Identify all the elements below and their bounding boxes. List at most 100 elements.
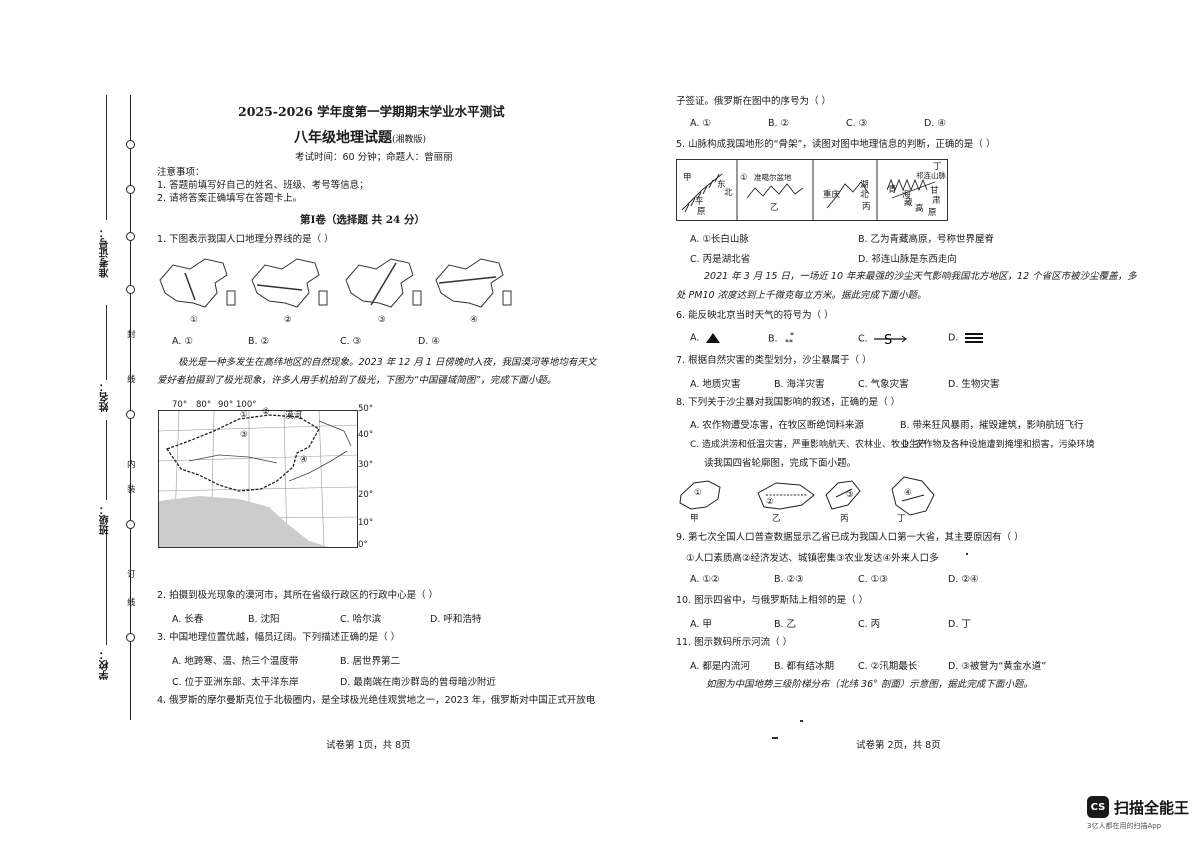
passage-aurora: 极光是一种多发生在高纬地区的自然现象。2023 年 12 月 1 日傍晚时入夜，… — [178, 357, 597, 368]
brand-tagline: 3亿人都在用的扫描App — [1087, 822, 1162, 830]
question-7: 7. 根据自然灾害的类型划分，沙尘暴属于（ ） — [676, 355, 872, 366]
binding-dot — [126, 140, 135, 149]
q2-option-b: B. 沈阳 — [248, 614, 280, 625]
q7-option-a: A. 地质灾害 — [690, 379, 741, 390]
q10-option-b: B. 乙 — [774, 619, 797, 630]
map-label-mohe: 漠河 — [285, 411, 303, 421]
notes-heading: 注意事项： — [157, 167, 205, 178]
map-lat: 50° — [358, 404, 374, 414]
scanner-watermark: CS 扫描全能王 3亿人都在用的扫描App — [1087, 796, 1189, 831]
binding-mark: 内 — [127, 460, 136, 470]
passage-sandstorm: 2021 年 3 月 15 日，一场近 10 年来最强的沙尘天气影响我国北方地区… — [704, 271, 1137, 282]
map-label: ② — [262, 407, 270, 417]
map-lon: 90° — [218, 400, 234, 410]
q6-option-b: B. *** — [768, 331, 802, 347]
diagram-label: 丁 — [933, 162, 942, 172]
cs-logo-icon: CS — [1087, 796, 1109, 818]
map-label: ④ — [300, 455, 308, 465]
province-name: 乙 — [772, 514, 781, 524]
question-6: 6. 能反映北京当时天气的符号为（ ） — [676, 310, 834, 321]
school-label: 学校： — [100, 650, 111, 680]
q7-option-d: D. 生物灾害 — [948, 379, 1000, 390]
binding-dot — [126, 410, 135, 419]
q4-option-a: A. ① — [690, 118, 711, 129]
binding-dot — [126, 285, 135, 294]
svg-text:**: ** — [785, 338, 793, 347]
map-label: ④ — [470, 315, 478, 325]
map-label: ② — [284, 315, 292, 325]
question-9: 9. 第七次全国人口普查数据显示乙省已成为我国人口第一大省，其主要原因有（ ） — [676, 532, 1024, 543]
q6-option-a: A. — [690, 332, 721, 344]
map-lon: 70° — [172, 400, 188, 410]
diagram-label: 湖 — [860, 180, 869, 190]
binding-line — [130, 95, 131, 720]
scan-speck — [800, 720, 803, 722]
diagram-label: 重庆 — [823, 190, 841, 200]
field-underline — [106, 95, 107, 220]
province-name: 丙 — [840, 514, 849, 524]
map-lat: 0° — [358, 540, 368, 550]
section-title: 第Ⅰ卷（选择题 共 24 分） — [300, 214, 425, 226]
q1-option-b: B. ② — [248, 336, 270, 347]
question-10: 10. 图示四省中，与俄罗斯陆上相邻的是（ ） — [676, 595, 869, 606]
diagram-label: 肃 — [932, 196, 941, 206]
diagram-label: 北 — [724, 188, 733, 198]
q2-option-c: C. 哈尔滨 — [340, 614, 382, 625]
q2-option-d: D. 呼和浩特 — [430, 614, 482, 625]
china-map-1 — [159, 258, 236, 308]
mountain-diagram — [676, 159, 948, 221]
diagram-label: 平 — [695, 197, 704, 207]
question-3: 3. 中国地理位置优越，幅员辽阔。下列描述正确的是（ ） — [157, 632, 401, 643]
q2-option-a: A. 长春 — [172, 614, 204, 625]
q8-option-c: C. 造成洪涝和低温灾害，严重影响航天、农林业、牧业生产 — [690, 440, 928, 450]
diagram-label: 青 — [888, 185, 897, 195]
province-outlines — [679, 476, 935, 516]
diagram-label: 原 — [928, 208, 937, 218]
map-lon: 80° — [196, 400, 212, 410]
q8-option-d: D. 农作物及各种设施遭到掩埋和损害，污染环境 — [902, 440, 1095, 450]
province-name: 甲 — [690, 514, 699, 524]
province-number: ① — [694, 488, 702, 498]
question-8: 8. 下列关于沙尘暴对我国影响的叙述，正确的是（ ） — [676, 397, 901, 408]
field-underline — [106, 530, 107, 645]
q9-option-d: D. ②④ — [948, 574, 979, 585]
binding-dot — [126, 232, 135, 241]
binding-dot — [126, 520, 135, 529]
passage-aurora-2: 爱好者拍摄到了极光现象，许多人用手机拍到了极光，下图为“中国疆域简图”，完成下面… — [157, 375, 557, 386]
q9-option-c: C. ①③ — [858, 574, 888, 585]
diagram-label: 藏 — [904, 198, 913, 208]
q5-option-b: B. 乙为青藏高原，号称世界屋脊 — [858, 234, 995, 245]
q1-option-c: C. ③ — [340, 336, 362, 347]
map-label: ① — [240, 410, 248, 420]
binding-dot — [126, 185, 135, 194]
china-territory-map — [158, 410, 358, 548]
binding-mark: 线 — [127, 598, 136, 608]
q9-statements: ①人口素质高②经济发达、城镇密集③农业发达④外来人口多 — [686, 553, 939, 564]
map-label: ③ — [378, 315, 386, 325]
province-ding — [891, 476, 935, 516]
question-4-continued: 子签证。俄罗斯在图中的序号为（ ） — [676, 96, 832, 107]
binding-mark: 封 — [127, 330, 136, 340]
passage-terrain: 如图为中国地势三级阶梯分布（北纬 36° 剖面）示意图，据此完成下面小题。 — [706, 679, 1033, 690]
question-1: 1. 下图表示我国人口地理分界线的是（ ） — [157, 234, 334, 245]
q7-option-c: C. 气象灾害 — [858, 379, 909, 390]
map-lat: 20° — [358, 490, 374, 500]
q3-option-c: C. 位于亚洲东部、太平洋东岸 — [172, 677, 299, 688]
exam-id-label: 准考证号： — [100, 228, 111, 278]
question-2: 2. 拍摄到极光现象的漠河市，其所在省级行政区的行政中心是（ ） — [157, 590, 439, 601]
field-underline — [106, 305, 107, 380]
question-5: 5. 山脉构成我国地形的“骨架”，读图对图中地理信息的判断，正确的是（ ） — [676, 139, 996, 150]
q10-option-a: A. 甲 — [690, 619, 712, 630]
q4-option-b: B. ② — [768, 118, 790, 129]
diagram-label: 海 — [902, 190, 911, 200]
map-lat: 30° — [358, 460, 374, 470]
triangle-symbol-icon — [706, 333, 721, 343]
china-map-4 — [435, 258, 512, 308]
scan-speck — [966, 553, 968, 555]
passage-sandstorm-2: 处 PM10 浓度达到上千微克每立方米。据此完成下面小题。 — [676, 290, 927, 301]
binding-mark: 装 — [127, 485, 136, 495]
diagram-label: 准噶尔盆地 — [754, 173, 792, 182]
q5-option-c: C. 丙是湖北省 — [690, 254, 751, 265]
q5-option-a: A. ①长白山脉 — [690, 234, 749, 245]
q10-option-d: D. 丁 — [948, 619, 971, 630]
